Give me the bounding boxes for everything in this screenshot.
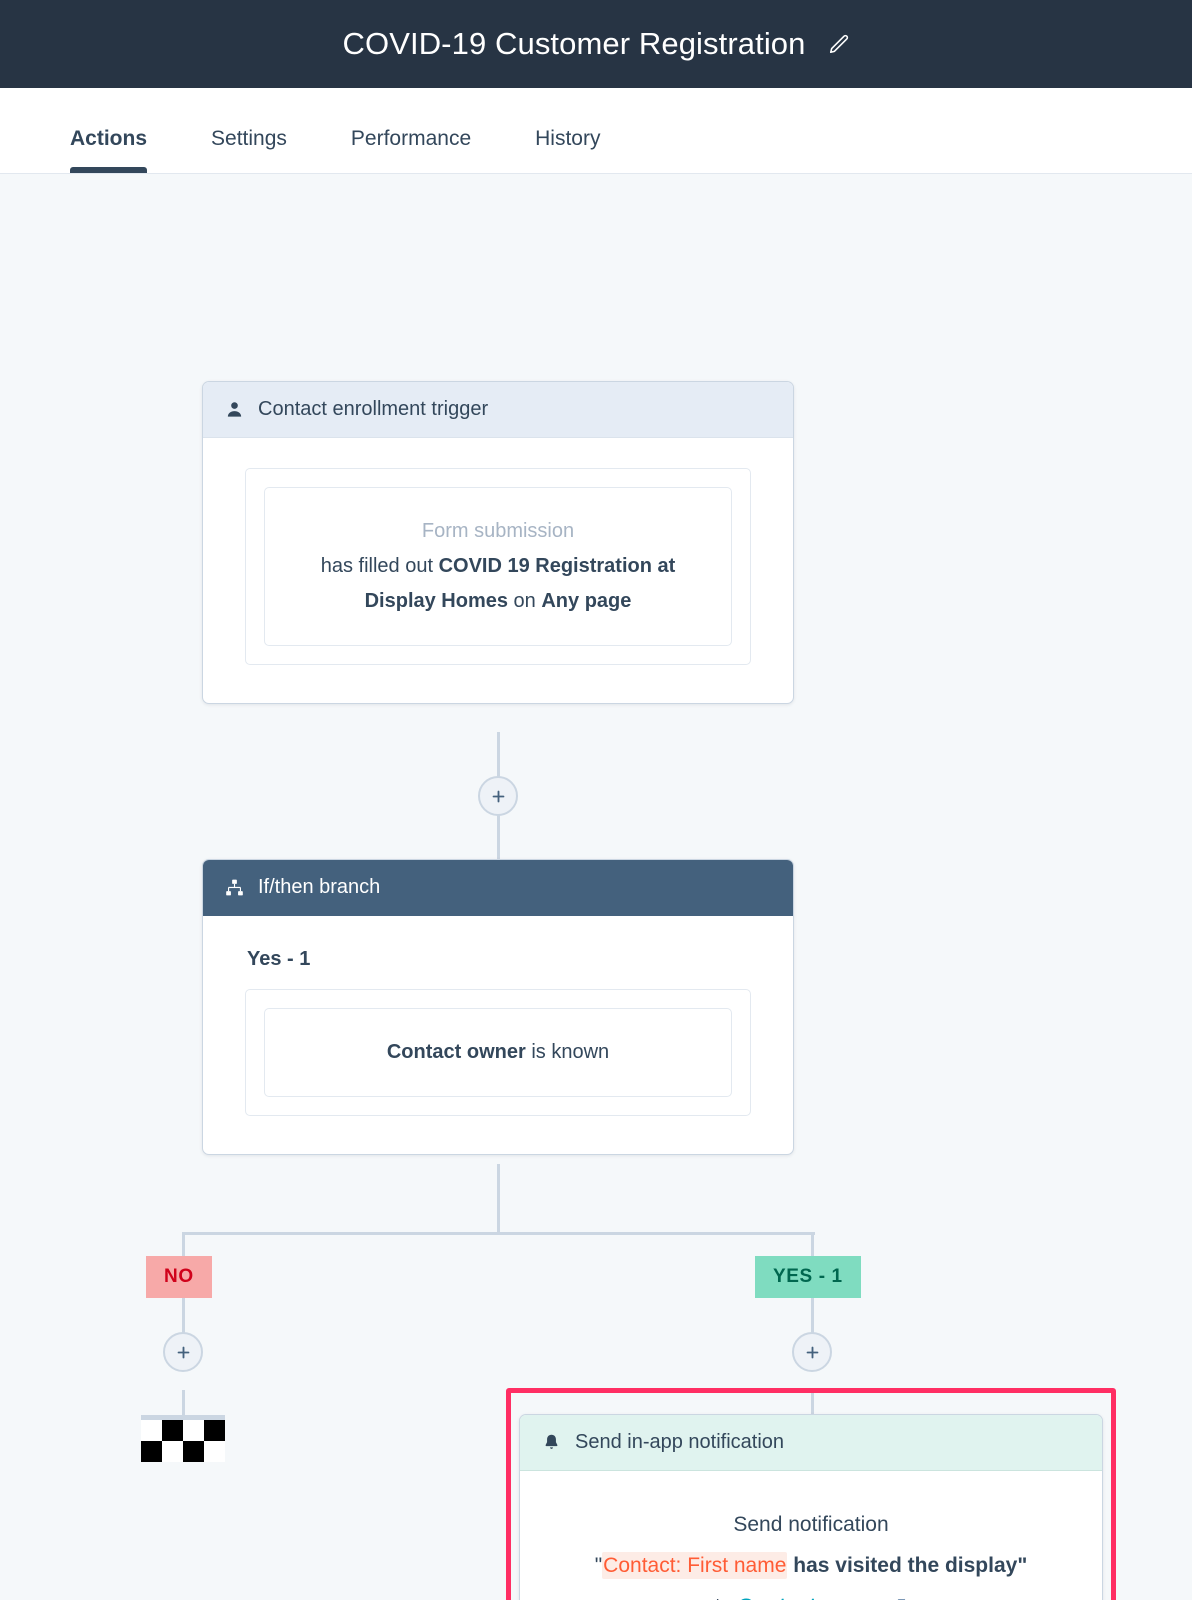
node-highlight-ring: [506, 1388, 1116, 1600]
notification-recipient-link[interactable]: Contact owner: [738, 1595, 884, 1600]
notification-to-prefix: to: [715, 1595, 738, 1600]
checkered-flag-icon: [141, 1415, 225, 1462]
notification-node-header: Send in-app notification: [520, 1415, 1102, 1471]
add-step-button-yes-branch[interactable]: [792, 1332, 832, 1372]
branch-node-title: If/then branch: [258, 876, 381, 898]
connector-no-drop: [182, 1232, 185, 1258]
tab-performance[interactable]: Performance: [350, 127, 472, 150]
notification-quote-open: ": [594, 1553, 603, 1577]
notification-line-1: Send notification: [733, 1513, 889, 1536]
notification-token-first-name[interactable]: Contact: First name: [602, 1551, 788, 1579]
tab-settings[interactable]: Settings: [211, 127, 287, 150]
connector-no-to-flag: [182, 1390, 185, 1420]
notification-node-title: Send in-app notification: [575, 1431, 785, 1453]
trigger-page-scope: Any page: [541, 590, 632, 612]
trigger-node-header: Contact enrollment trigger: [203, 382, 793, 438]
branch-node-header: If/then branch: [203, 860, 793, 916]
branch-condition-operator: is known: [525, 1041, 610, 1063]
connector-trigger-to-plus: [497, 732, 500, 797]
trigger-criteria-outer: Form submission has filled out COVID 19 …: [245, 468, 751, 665]
page-title: COVID-19 Customer Registration: [342, 26, 806, 61]
connector-split-horizontal: [182, 1232, 815, 1235]
node-send-in-app-notification[interactable]: Send in-app notification Send notificati…: [519, 1414, 1103, 1600]
pencil-icon[interactable]: [828, 33, 850, 55]
connector-yes-drop: [811, 1232, 814, 1258]
trigger-criteria-text: has filled out COVID 19 Registration at …: [287, 549, 709, 619]
bell-icon: [542, 1433, 561, 1452]
tab-history[interactable]: History: [535, 127, 601, 150]
trigger-type-label: Form submission: [421, 520, 575, 542]
workflow-canvas: Contact enrollment trigger Form submissi…: [0, 174, 1192, 1600]
branch-badge-no[interactable]: NO: [146, 1256, 212, 1298]
tab-bar: Actions Settings Performance History: [0, 88, 1192, 174]
notification-line-3: to Contact owner: [550, 1587, 1072, 1600]
branch-criteria-outer: Contact owner is known: [245, 989, 751, 1116]
trigger-criteria-inner[interactable]: Form submission has filled out COVID 19 …: [264, 487, 732, 646]
notification-node-body: Send notification "Contact: First name h…: [520, 1471, 1102, 1600]
branch-condition-property: Contact owner: [386, 1041, 526, 1063]
trigger-node-body: Form submission has filled out COVID 19 …: [203, 438, 793, 703]
node-contact-enrollment-trigger[interactable]: Contact enrollment trigger Form submissi…: [202, 381, 794, 704]
branch-badge-yes[interactable]: YES - 1: [755, 1256, 861, 1298]
add-step-button-no-branch[interactable]: [163, 1332, 203, 1372]
branch-sitemap-icon: [225, 878, 244, 897]
app-header: COVID-19 Customer Registration: [0, 0, 1192, 88]
branch-node-body: Yes - 1 Contact owner is known: [203, 916, 793, 1154]
trigger-criteria-prefix: has filled out: [320, 555, 439, 577]
connector-plus-to-branch: [497, 794, 500, 859]
connector-no-to-plus: [182, 1296, 185, 1354]
connector-branch-down: [497, 1164, 500, 1234]
add-step-button-1[interactable]: [478, 776, 518, 816]
notification-line-2: "Contact: First name has visited the dis…: [550, 1546, 1072, 1587]
connector-yes-to-plus: [811, 1296, 814, 1354]
tab-actions[interactable]: Actions: [70, 127, 148, 173]
node-if-then-branch[interactable]: If/then branch Yes - 1 Contact owner is …: [202, 859, 794, 1155]
branch-criteria-inner[interactable]: Contact owner is known: [264, 1008, 732, 1097]
trigger-node-title: Contact enrollment trigger: [258, 398, 489, 420]
trigger-form-name: COVID 19 Registration at Display Homes: [364, 555, 676, 612]
contact-person-icon: [225, 400, 244, 419]
branch-name-label: Yes - 1: [247, 948, 311, 970]
notification-message-rest: has visited the display": [787, 1553, 1028, 1577]
trigger-criteria-middle: on: [508, 590, 542, 612]
